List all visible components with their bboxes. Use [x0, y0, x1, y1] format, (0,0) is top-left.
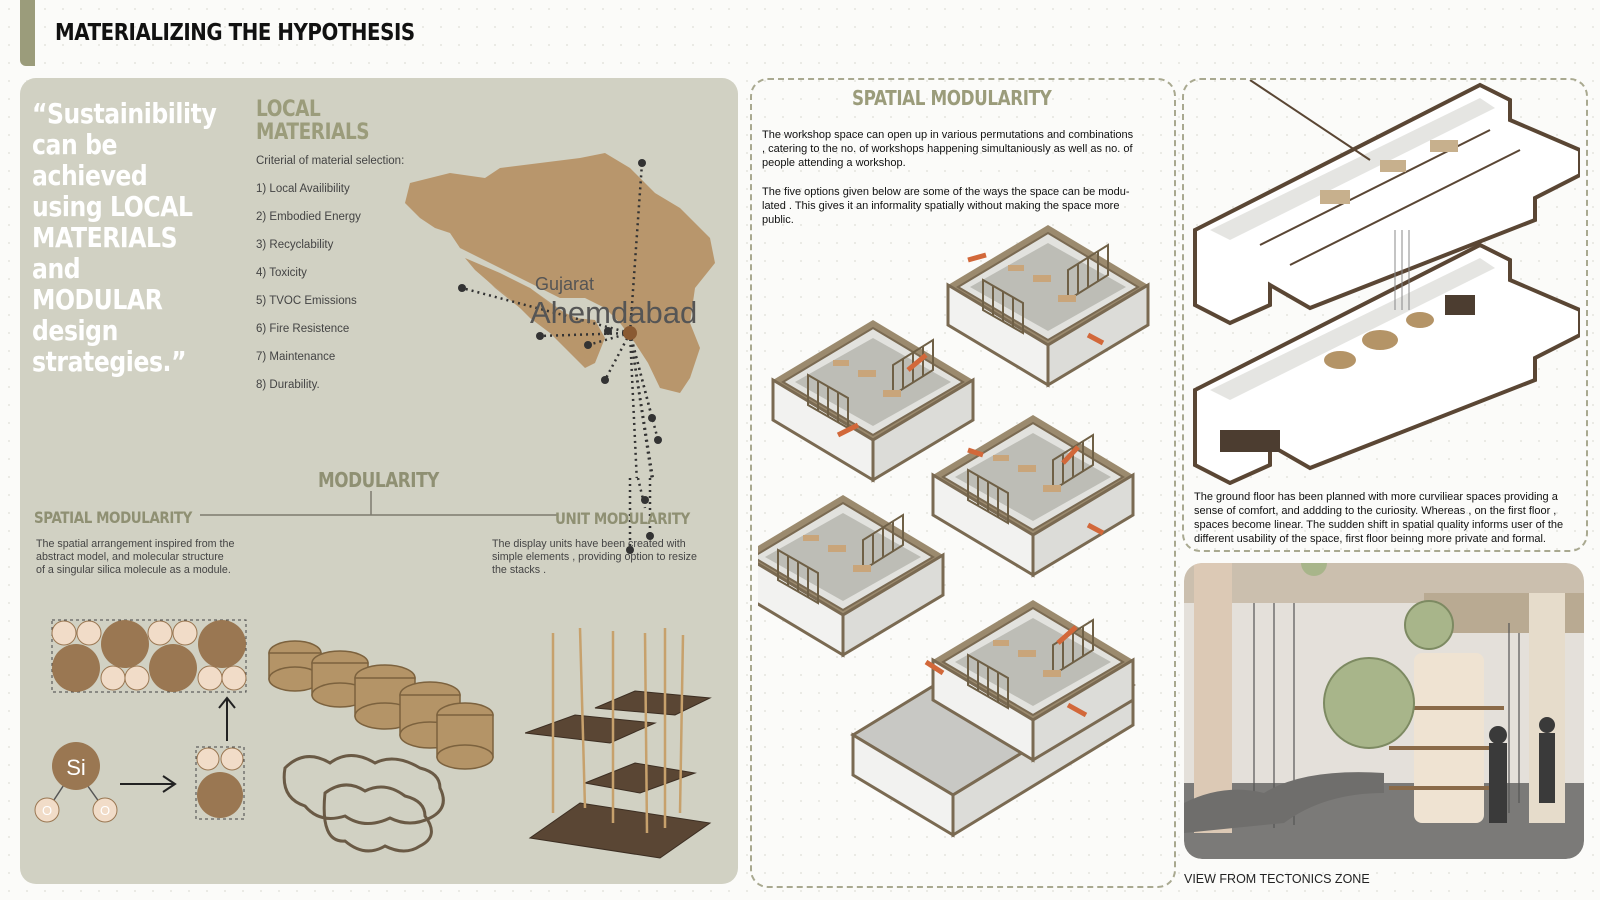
text-line: different usability of the space, first … — [1194, 533, 1546, 545]
spatial-modularity-title: SPATIAL MODULARITY — [34, 508, 192, 527]
oxygen-label: O — [100, 803, 110, 818]
criteria-item: 6) Fire Resistence — [256, 323, 350, 335]
modularity-tree-lines — [200, 491, 557, 516]
supply-points — [458, 159, 662, 444]
text-line: The five options given below are some of… — [762, 186, 1130, 198]
ground-floor-plan — [1193, 242, 1580, 485]
text-line: The workshop space can open up in variou… — [762, 129, 1134, 141]
text-line: spaces become linear. The sudden shift i… — [1194, 519, 1564, 531]
floor-plan-description: The ground floor has been planned with m… — [1194, 490, 1578, 546]
middle-paragraph-1: The workshop space can open up in variou… — [762, 128, 1162, 170]
desc-line: the stacks . — [492, 564, 547, 576]
quote-line: can be achieved — [32, 128, 148, 192]
pendant-lamp — [1404, 600, 1454, 650]
text-line: people attending a workshop. — [762, 157, 906, 169]
middle-title: SPATIAL MODULARITY — [852, 86, 1052, 110]
silicon-atom — [52, 742, 100, 790]
circle-module-grid — [51, 619, 247, 693]
text-line: lated . This gives it an informality spa… — [762, 200, 1120, 212]
arrow-up-icon — [218, 696, 236, 741]
config-5 — [850, 598, 1136, 838]
first-floor-plan — [1193, 80, 1580, 326]
text-line: , catering to the no. of workshops happe… — [762, 143, 1133, 155]
desc-line: The spatial arrangement inspired from th… — [36, 538, 235, 550]
floor-plans-isometric — [1193, 80, 1580, 485]
workshop-configurations — [758, 225, 1150, 838]
quote-line: “Sustainibility — [32, 97, 217, 130]
criteria-heading: Criterial of material selection: — [256, 155, 405, 167]
gujarat-map: Gujarat Ahemdabad — [405, 153, 715, 478]
region-label: Gujarat — [535, 274, 594, 294]
config-3 — [931, 413, 1135, 577]
desc-line: simple elements , providing option to re… — [492, 551, 697, 563]
right-panel — [1182, 78, 1588, 552]
local-materials-title: LOCAL MATERIALS — [256, 97, 370, 145]
display-unit-stack — [525, 627, 712, 859]
supply-lines — [461, 162, 660, 478]
quote-line: MATERIALS and — [32, 221, 178, 285]
page-title: MATERIALIZING THE HYPOTHESIS — [55, 20, 415, 46]
ahemdabad-marker — [623, 326, 637, 340]
silicon-label: Si — [66, 755, 86, 780]
criteria-item: 3) Recyclability — [256, 239, 334, 251]
middle-paragraph-2: The five options given below are some of… — [762, 185, 1162, 227]
middle-panel — [750, 78, 1176, 888]
title-line: MATERIALS — [256, 120, 370, 145]
config-2 — [771, 318, 975, 482]
desc-line: abstract model, and molecular structure — [36, 551, 224, 563]
oxygen-atom — [92, 797, 118, 823]
silica-molecule: Si O O — [34, 742, 245, 823]
criteria-item: 7) Maintenance — [256, 351, 336, 363]
unit-modularity-title: UNIT MODULARITY — [555, 509, 690, 528]
arrow-right-icon — [120, 775, 177, 793]
text-line: public. — [762, 214, 794, 226]
gujarat-shape — [405, 153, 715, 393]
quote-line: MODULAR design — [32, 283, 163, 347]
config-1 — [946, 225, 1150, 387]
desc-line: of a singular silica molecule as a modul… — [36, 564, 231, 576]
spatial-modularity-desc: The spatial arrangement inspired from th… — [36, 538, 234, 577]
title-line: LOCAL — [256, 97, 321, 122]
criteria-item: 5) TVOC Emissions — [256, 295, 357, 307]
render-caption: VIEW FROM TECTONICS ZONE — [1184, 872, 1370, 886]
criteria-item: 1) Local Availibility — [256, 183, 350, 195]
modularity-title: MODULARITY — [318, 468, 439, 492]
curved-wall-modules — [268, 640, 494, 853]
quote-line: using LOCAL — [32, 190, 193, 223]
criteria-item: 2) Embodied Energy — [256, 211, 361, 223]
criteria-item: 4) Toxicity — [256, 267, 307, 279]
quote: “Sustainibility can be achieved using LO… — [32, 98, 225, 377]
oxygen-atom — [34, 797, 60, 823]
pendant-lamp — [1323, 657, 1415, 749]
interior-render — [1184, 563, 1584, 859]
text-line: sense of comfort, and addding to the cur… — [1194, 505, 1557, 517]
desc-line: The display units have been created with — [492, 538, 686, 550]
config-4 — [758, 493, 945, 657]
quote-line: strategies.” — [32, 345, 187, 378]
left-panel: “Sustainibility can be achieved using LO… — [20, 78, 738, 884]
title-accent-bar — [20, 0, 35, 66]
supply-lines-tail — [626, 478, 654, 554]
criteria-item: 8) Durability. — [256, 379, 320, 391]
text-line: The ground floor has been planned with m… — [1194, 491, 1558, 503]
unit-modularity-desc: The display units have been created with… — [492, 538, 697, 577]
city-label: Ahemdabad — [530, 295, 697, 330]
oxygen-label: O — [42, 803, 52, 818]
